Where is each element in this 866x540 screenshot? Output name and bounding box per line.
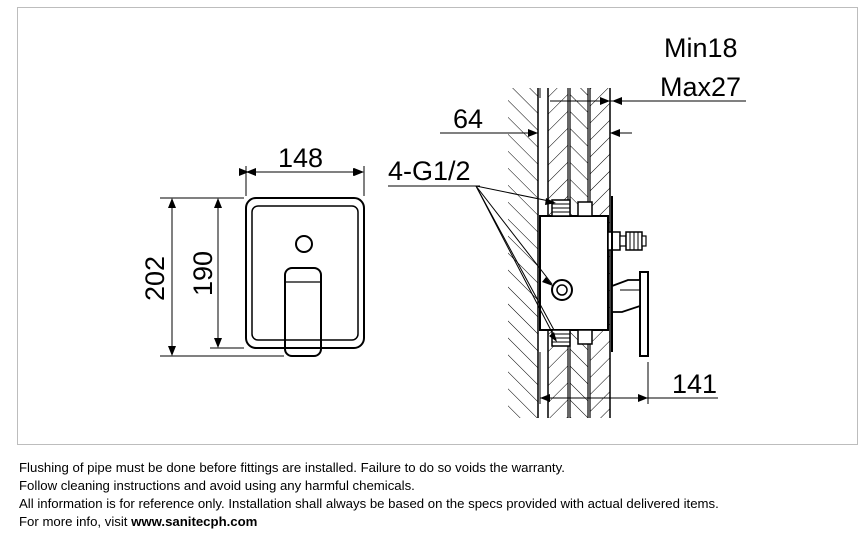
cover-plate-inner bbox=[251, 205, 359, 341]
technical-drawing-frame bbox=[17, 7, 858, 445]
website-link[interactable]: www.sanitecph.com bbox=[131, 514, 258, 529]
dim-wall-offset: 64 bbox=[453, 104, 483, 134]
lever-handle bbox=[284, 267, 322, 357]
diverter-button bbox=[295, 235, 313, 253]
cover-plate-side bbox=[639, 271, 649, 357]
technical-drawing: 148 202 190 bbox=[140, 33, 746, 418]
note-cleaning: Follow cleaning instructions and avoid u… bbox=[19, 478, 415, 493]
cover-plate-outer bbox=[245, 197, 365, 349]
side-port bbox=[551, 279, 573, 301]
dim-wall-max: Max27 bbox=[660, 72, 741, 102]
dim-front-inner-height: 190 bbox=[188, 251, 218, 296]
note-reference: All information is for reference only. I… bbox=[19, 496, 719, 511]
note-more-info-prefix: For more info, visit bbox=[19, 514, 132, 529]
notes: Flushing of pipe must be done before fit… bbox=[19, 459, 859, 531]
front-view: 148 202 190 bbox=[140, 143, 365, 357]
dim-wall-min: Min18 bbox=[664, 33, 738, 63]
dim-depth: 141 bbox=[672, 369, 717, 399]
valve-body bbox=[539, 215, 609, 331]
note-flushing: Flushing of pipe must be done before fit… bbox=[19, 460, 565, 475]
side-view: Min18 Max27 64 4-G1/2 141 bbox=[388, 33, 746, 418]
note-more-info: For more info, visit www.sanitecph.com bbox=[19, 513, 859, 531]
dim-front-width: 148 bbox=[278, 143, 323, 173]
dim-front-outer-height: 202 bbox=[140, 256, 170, 301]
callout-thread: 4-G1/2 bbox=[388, 156, 471, 186]
handle-side bbox=[611, 279, 641, 313]
